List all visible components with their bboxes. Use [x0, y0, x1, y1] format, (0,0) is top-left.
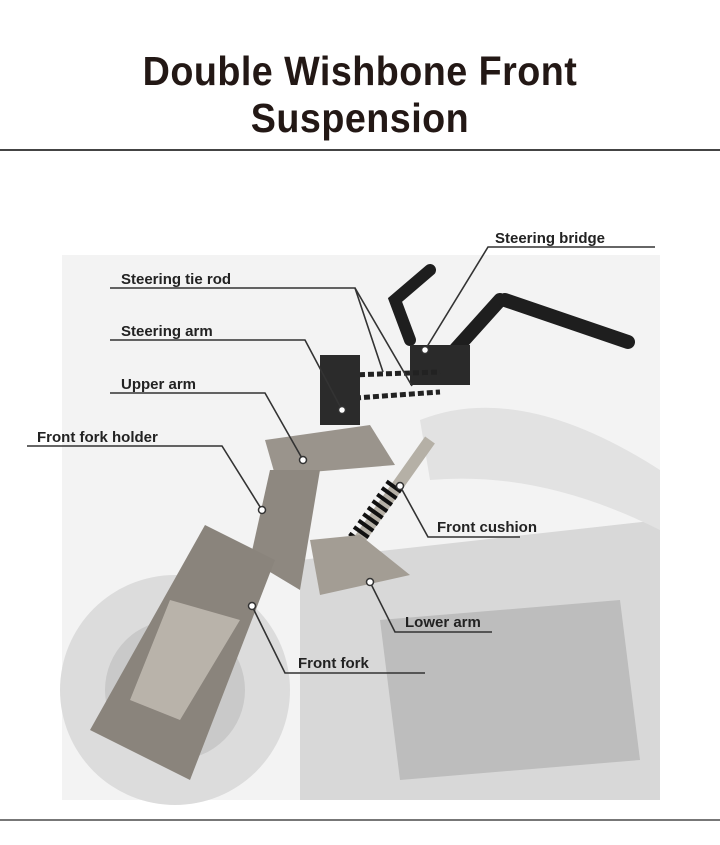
steering-arm-part: [320, 355, 360, 425]
leader-dots: [247, 345, 430, 611]
upper-arm-part: [265, 425, 395, 475]
label-lower-arm: Lower arm: [405, 614, 481, 631]
label-steering-bridge: Steering bridge: [495, 230, 605, 247]
label-front-cushion: Front cushion: [437, 519, 537, 536]
page-title: Double Wishbone Front Suspension: [142, 48, 578, 141]
handlebar: [387, 264, 635, 385]
tie-rods: [349, 369, 441, 401]
top-divider: [0, 149, 720, 151]
lower-arm-part: [310, 535, 410, 595]
leader-lines: [27, 246, 655, 674]
label-front-fork-holder: Front fork holder: [37, 429, 158, 446]
front-fork-highlight: [130, 600, 240, 720]
label-steering-tie-rod: Steering tie rod: [121, 271, 231, 288]
label-steering-arm: Steering arm: [121, 323, 213, 340]
label-front-fork: Front fork: [298, 655, 369, 672]
bottom-divider: [0, 819, 720, 821]
label-upper-arm: Upper arm: [121, 376, 196, 393]
